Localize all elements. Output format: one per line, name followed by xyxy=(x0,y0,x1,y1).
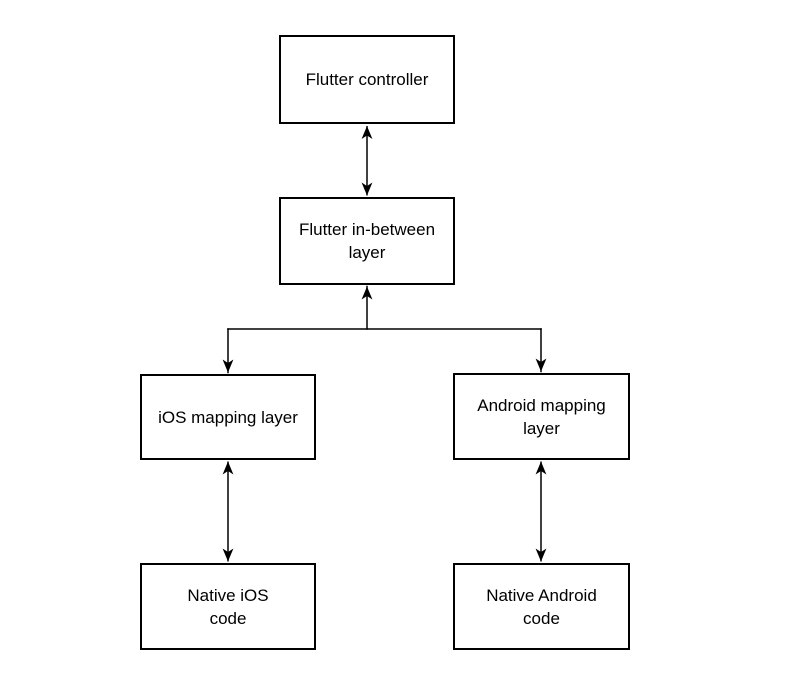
node-android-mapping-layer: Android mapping layer xyxy=(453,373,630,460)
node-ios-mapping-layer: iOS mapping layer xyxy=(140,374,316,460)
node-native-ios-code: Native iOS code xyxy=(140,563,316,650)
node-flutter-controller: Flutter controller xyxy=(279,35,455,124)
node-native-android-code: Native Android code xyxy=(453,563,630,650)
node-flutter-in-between-layer: Flutter in-between layer xyxy=(279,197,455,285)
